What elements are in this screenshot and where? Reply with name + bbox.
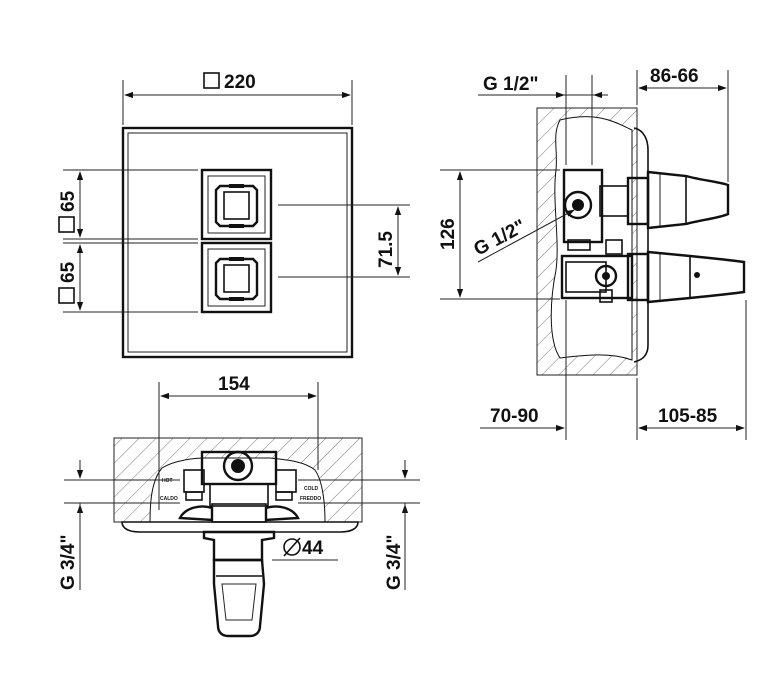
freddo-label: FREDDO: [300, 496, 321, 502]
square-symbol-icon: [203, 72, 220, 89]
caldo-label: CALDO: [160, 496, 178, 502]
projection-label: 105-85: [658, 406, 718, 427]
spacing-label: 71.5: [376, 231, 397, 268]
wall-depth-label: 70-90: [490, 406, 539, 427]
lower-square-label: 65: [58, 261, 79, 283]
front-view: 220 65 65 71.5: [58, 72, 410, 359]
square-symbol-icon: [58, 216, 75, 233]
upper-control-knob: [200, 168, 273, 241]
lower-control-knob: [200, 241, 273, 314]
valve-body: [560, 168, 634, 303]
height-label: 126: [438, 218, 459, 250]
upper-square-label: 65: [58, 190, 79, 212]
depth-top-label: 86-66: [650, 66, 699, 87]
diameter-icon: [283, 538, 301, 556]
top-view: HOT CALDO COLD FREDDO 154 44 G 3/4" G 3/…: [58, 374, 420, 638]
hot-label: HOT: [162, 478, 173, 484]
thread-diag-label: G 1/2": [470, 216, 529, 261]
cold-label: COLD: [304, 486, 319, 492]
right-thread-label: G 3/4": [384, 535, 405, 590]
lower-handle: [626, 250, 746, 304]
front-width-label: 220: [224, 72, 256, 93]
left-thread-label: G 3/4": [58, 535, 79, 590]
square-symbol-icon: [58, 287, 75, 304]
side-view: G 1/2" 86-66 126 G 1/2" 70-90 105-85: [438, 66, 747, 440]
upper-handle: [626, 170, 730, 230]
thread-top-label: G 1/2": [483, 74, 538, 95]
diameter-label: 44: [302, 538, 324, 559]
top-width-label: 154: [218, 374, 250, 395]
